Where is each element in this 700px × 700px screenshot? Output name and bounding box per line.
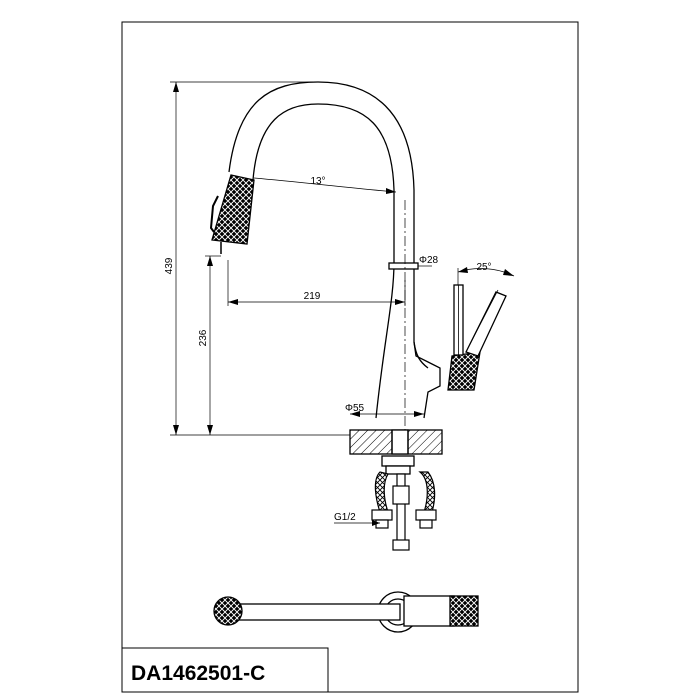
spout-outer [228,81,429,369]
spray-head [209,174,255,254]
handle-angle-label: 25° [476,262,491,273]
reach-label: 219 [304,291,321,302]
drawing-frame [121,21,579,693]
height-spout-label: 236 [198,329,209,346]
faucet-front-view [228,81,441,419]
mounting-base [349,429,443,475]
spout-top [231,603,401,621]
faucet-top-view [213,591,479,633]
height-total-label: 439 [164,257,175,274]
model-number: DA1462501-C [131,662,265,685]
body-right [413,341,441,419]
spray-head-top [213,596,243,626]
title-block: DA1462501-C [121,647,329,693]
thread-label: G1/2 [334,512,356,523]
thread-leader-arrow [372,520,380,526]
dimension-arrows [173,82,514,435]
body-left [375,261,395,419]
lever-handle [447,284,507,391]
spout-inner [252,103,395,262]
base-diameter-label: Φ55 [345,403,365,414]
handle-top-grip [449,595,479,627]
body-collar [388,262,419,270]
supply-hoses [371,471,437,551]
dimension-labels: 439 236 219 13° 25° Φ28 Φ55 G1/2 [164,176,492,523]
body-diameter-label: Φ28 [419,255,439,266]
handle-top-body [403,595,455,627]
dimension-lines [170,81,515,436]
spout-angle-label: 13° [310,176,325,187]
